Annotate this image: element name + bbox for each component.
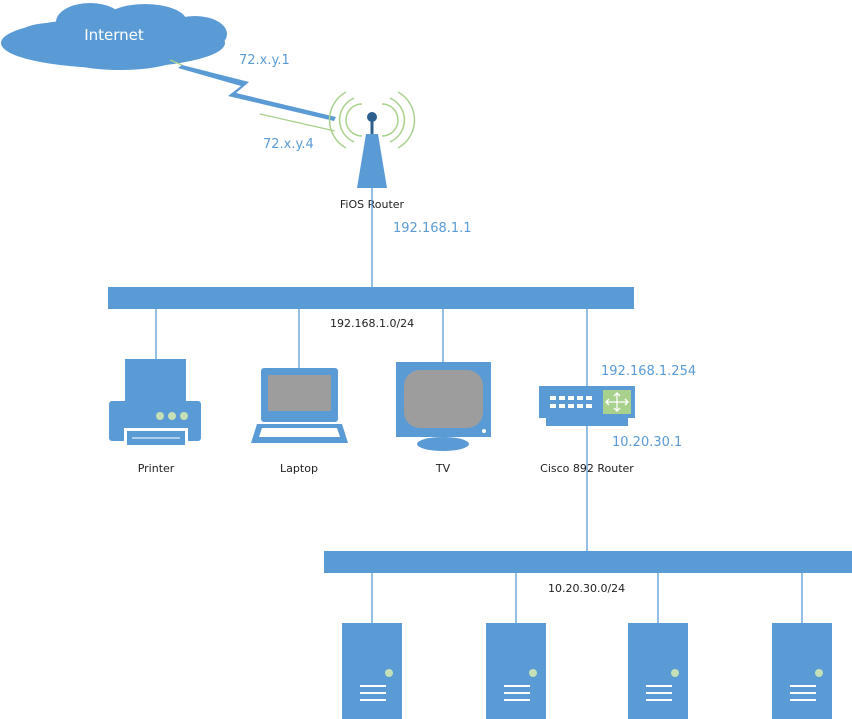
wan-ip-isp: 72.x.y.1 xyxy=(239,53,290,68)
wireless-router-icon xyxy=(328,91,416,188)
laptop-icon xyxy=(251,368,348,443)
lan1-drops xyxy=(155,309,588,386)
lan2-subnet: 10.20.30.0/24 xyxy=(548,582,625,595)
server-icon xyxy=(772,623,832,719)
cisco-ip-outside: 192.168.1.254 xyxy=(601,364,696,379)
wan-link xyxy=(169,59,336,132)
server-icon xyxy=(342,623,402,719)
printer-icon xyxy=(109,359,201,445)
lan2-bus xyxy=(324,551,852,573)
server-icon xyxy=(628,623,688,719)
fios-lan-ip: 192.168.1.1 xyxy=(393,221,472,236)
printer-label: Printer xyxy=(138,462,175,475)
server-icon xyxy=(486,623,546,719)
wan-lightning-icon xyxy=(178,65,336,121)
tv-icon xyxy=(396,362,491,451)
router-icon xyxy=(539,386,635,426)
lan2-drops xyxy=(371,573,803,623)
wan-ip-router: 72.x.y.4 xyxy=(263,137,314,152)
tv-label: TV xyxy=(435,462,451,475)
internet-cloud-icon: Internet xyxy=(1,3,227,70)
internet-label: Internet xyxy=(84,26,144,44)
lan1-bus xyxy=(108,287,634,309)
lan1-subnet: 192.168.1.0/24 xyxy=(330,317,414,330)
cisco-ip-inside: 10.20.30.1 xyxy=(612,435,682,450)
laptop-label: Laptop xyxy=(280,462,318,475)
